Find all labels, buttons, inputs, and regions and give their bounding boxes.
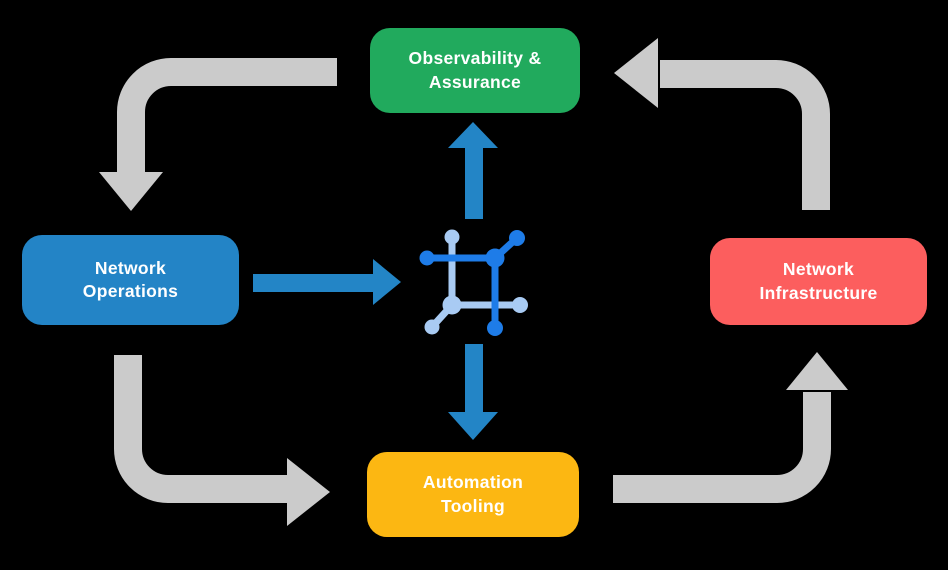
arrow-infrastructure-to-observability xyxy=(614,38,830,210)
arrow-shaft xyxy=(660,60,830,210)
arrow-head-right xyxy=(287,458,330,526)
arrow-operations-to-center xyxy=(253,259,401,305)
mesh-corner-node xyxy=(485,248,505,268)
node-network-operations: Network Operations xyxy=(22,235,239,325)
node-infrastructure-label: Network Infrastructure xyxy=(759,259,878,303)
node-observability-assurance: Observability & Assurance xyxy=(370,28,580,113)
arrow-head-right xyxy=(373,259,401,305)
arrow-shaft xyxy=(117,58,337,174)
arrow-head-up xyxy=(786,352,848,390)
arrow-operations-to-automation xyxy=(114,355,330,526)
node-observability-label: Observability & Assurance xyxy=(408,48,542,92)
node-automation-tooling: Automation Tooling xyxy=(367,452,579,537)
node-automation-label: Automation Tooling xyxy=(422,472,524,516)
mesh-node-dot xyxy=(444,229,460,245)
network-mesh-icon xyxy=(419,229,528,336)
mesh-node-dot xyxy=(419,250,435,266)
mesh-node-dot xyxy=(512,297,528,313)
arrow-shaft xyxy=(114,355,289,503)
arrow-center-to-observability xyxy=(448,122,498,219)
mesh-node-dot xyxy=(424,319,440,335)
arrow-head-down xyxy=(448,412,498,440)
arrow-shaft xyxy=(613,392,831,503)
arrow-head-down xyxy=(99,172,163,211)
arrow-head-left xyxy=(614,38,658,108)
mesh-node-dot xyxy=(487,320,503,336)
arrow-observability-to-operations xyxy=(99,58,337,211)
arrow-head-up xyxy=(448,122,498,148)
node-operations-label: Network Operations xyxy=(82,257,179,301)
mesh-dark-dots xyxy=(419,230,525,336)
arrow-center-to-automation xyxy=(448,344,498,440)
mesh-corner-node xyxy=(442,295,462,315)
node-network-infrastructure: Network Infrastructure xyxy=(710,238,927,325)
mesh-node-dot xyxy=(509,230,525,246)
arrow-automation-to-infrastructure xyxy=(613,352,848,503)
mesh-light-dots xyxy=(424,229,528,335)
